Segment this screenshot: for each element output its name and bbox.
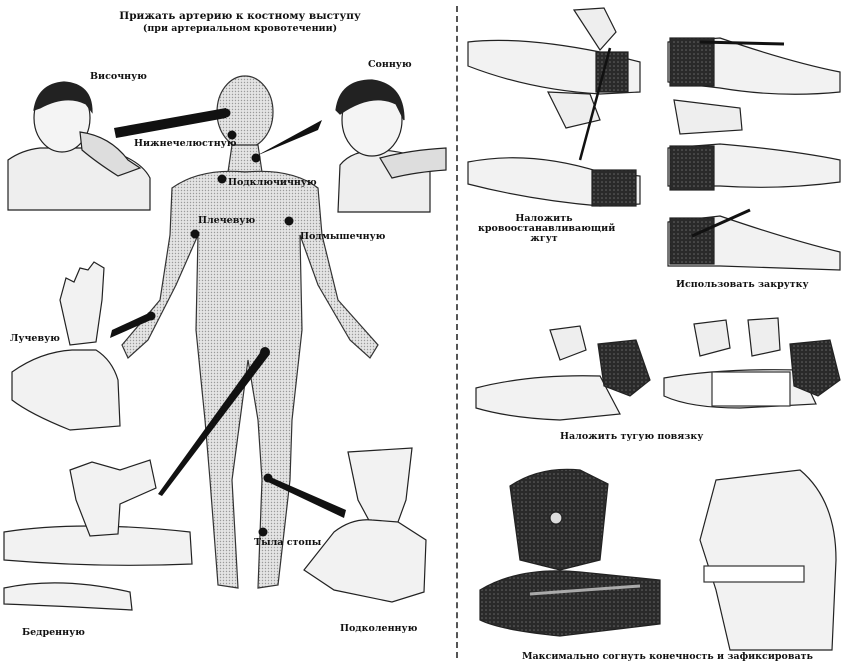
page-title: Прижать артерию к костному выступу (при … — [70, 10, 410, 34]
flexion-illustration — [480, 469, 836, 650]
caption-tourniquet: Наложить кровоостанавливающий жгут — [478, 214, 610, 244]
temporal-press-illustration — [8, 82, 150, 210]
femoral-press-illustration — [4, 460, 192, 610]
caption-twist: Использовать закрутку — [676, 280, 809, 290]
label-brachial: Плечевую — [198, 216, 255, 226]
caption-flex: Максимально согнуть конечность и зафикси… — [522, 652, 813, 662]
panel-divider — [456, 6, 458, 658]
label-radial: Лучевую — [10, 334, 60, 344]
tight-bandage-illustration — [476, 318, 840, 420]
radial-press-illustration — [12, 262, 120, 430]
label-mandibular: Нижнечелюстную — [134, 139, 237, 149]
label-subclavian: Подключичную — [228, 178, 317, 188]
label-femoral: Бедренную — [22, 628, 85, 638]
label-temporal: Височную — [90, 72, 147, 82]
caption-bandage: Наложить тугую повязку — [560, 432, 703, 442]
label-axillary: Подмышечную — [300, 232, 385, 242]
twist-illustration — [668, 38, 840, 270]
title-sub: (при артериальном кровотечении) — [70, 23, 410, 34]
tourniquet-illustration — [468, 8, 640, 206]
title-main: Прижать артерию к костному выступу — [70, 10, 410, 23]
label-foot-dorsal: Тыла стопы — [254, 538, 321, 548]
popliteal-press-illustration — [304, 448, 426, 602]
label-carotid: Сонную — [368, 60, 412, 70]
carotid-press-illustration — [336, 80, 446, 212]
label-popliteal: Подколенную — [340, 624, 417, 634]
